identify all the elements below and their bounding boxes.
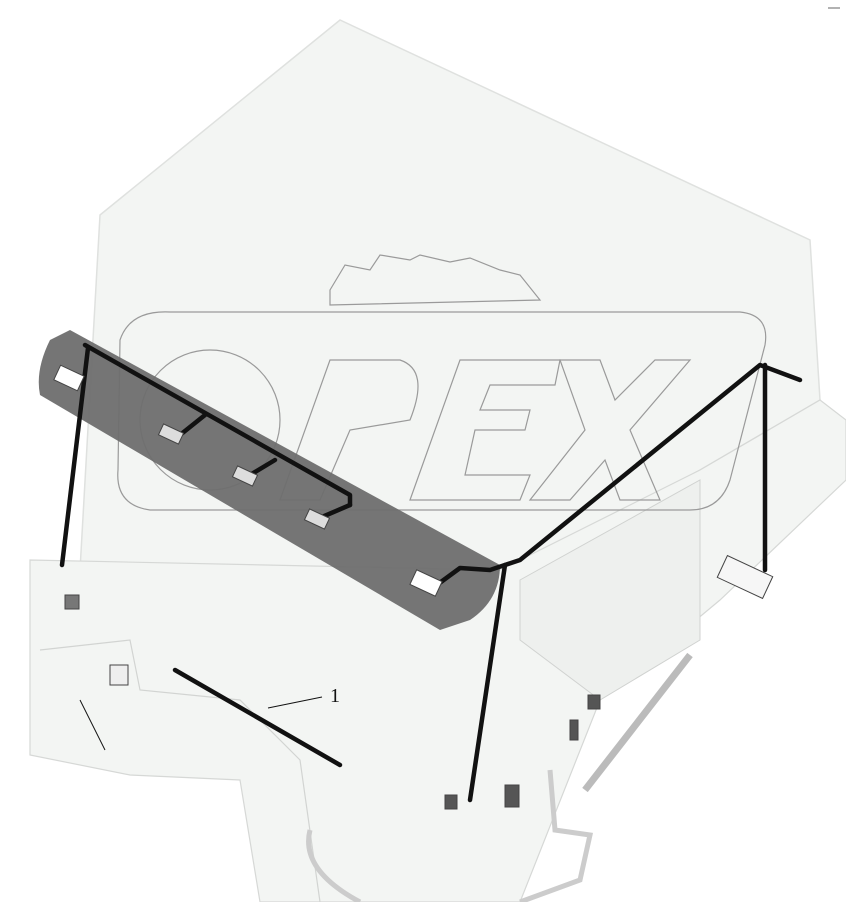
hand-lever [582,652,693,793]
dashboard-outline [39,639,321,902]
callout-leader-1 [267,696,323,709]
sun-visor [38,330,500,630]
connectors [53,364,774,810]
pipe-left [306,829,362,902]
pipe [519,769,594,902]
windshield-frame [519,479,701,701]
opex-watermark-logo [117,254,767,511]
harness-part-1 [172,667,343,768]
wiring-harness [59,342,803,803]
callout-label-1: 1 [330,685,340,707]
leader-line [79,699,106,751]
